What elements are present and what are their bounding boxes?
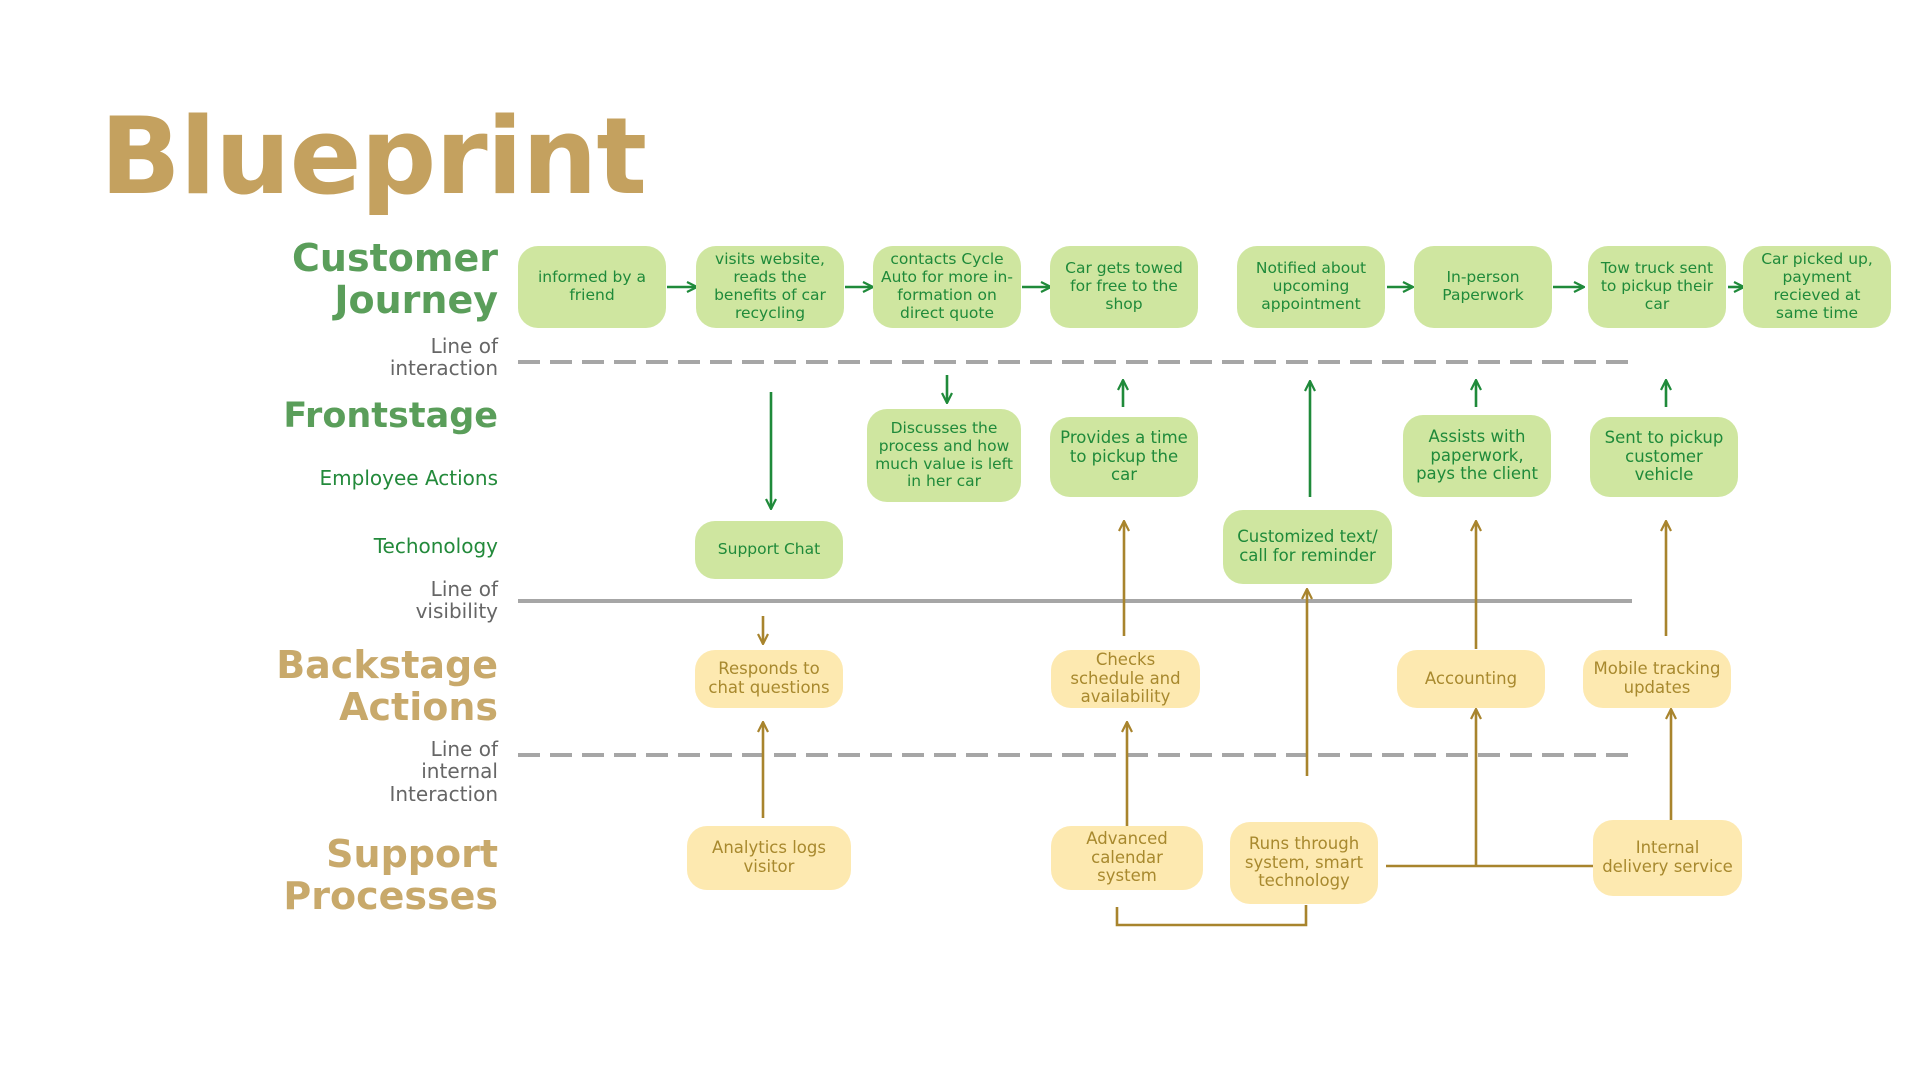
line-label-text: Line of	[430, 334, 498, 358]
technology-reminder: Customized text/ call for reminder	[1223, 510, 1392, 584]
frontstage-action: Provides a time to pickup the car	[1050, 417, 1198, 497]
label-line-of-interaction: Line of interaction	[390, 335, 498, 380]
line-label-text: interaction	[389, 356, 498, 381]
lane-technology: Techonology	[373, 534, 498, 558]
backstage-action: Accounting	[1397, 650, 1545, 708]
journey-step: Car picked up, payment recieved at same …	[1743, 246, 1891, 328]
line-label-text: internal	[421, 759, 498, 784]
lane-support-processes: Support Processes	[283, 832, 498, 918]
journey-step: In-person Paperwork	[1414, 246, 1552, 328]
label-line-of-visibility: Line of visibility	[416, 578, 498, 623]
label-line-of-internal-interaction: Line of internal Interaction	[389, 737, 498, 806]
lane-label-line: Processes	[283, 873, 498, 918]
lane-label-line: Actions	[339, 684, 498, 729]
backstage-action: Responds to chat questions	[695, 650, 843, 708]
frontstage-action: Assists with paperwork, pays the client	[1403, 415, 1551, 497]
journey-step: visits website, reads the benefits of ca…	[696, 246, 844, 328]
line-label-text: Line of	[430, 577, 498, 601]
journey-step: Car gets towed for free to the shop	[1050, 246, 1198, 328]
lane-label-line: Backstage	[276, 643, 498, 687]
support-process: Internal delivery service	[1593, 820, 1742, 896]
frontstage-action: Sent to pickup customer vehicle	[1590, 417, 1738, 497]
line-label-text: visibility	[415, 599, 498, 624]
lane-frontstage: Frontstage	[283, 396, 498, 436]
lane-backstage-actions: Backstage Actions	[276, 643, 498, 729]
line-label-text: Line of	[430, 737, 498, 761]
support-process: Advanced calendar system	[1051, 826, 1203, 890]
line-label-text: Interaction	[389, 781, 498, 806]
journey-step: contacts Cycle Auto for more in-formatio…	[873, 246, 1021, 328]
backstage-action: Mobile tracking updates	[1583, 650, 1731, 708]
frontstage-action: Discusses the process and how much value…	[867, 409, 1021, 502]
lane-label-line: Customer	[292, 236, 498, 280]
page-title: Blueprint	[100, 95, 647, 218]
backstage-action: Checks schedule and availability	[1051, 650, 1200, 708]
journey-step: Tow truck sent to pickup their car	[1588, 246, 1726, 328]
journey-step: Notified about upcoming appointment	[1237, 246, 1385, 328]
support-process: Runs through system, smart technology	[1230, 822, 1378, 904]
journey-step: informed by a friend	[518, 246, 666, 328]
connector-calendar-to-system	[1115, 905, 1308, 927]
lane-label-line: Journey	[334, 277, 498, 322]
lane-label-line: Support	[326, 832, 498, 876]
lane-employee-actions: Employee Actions	[319, 466, 498, 490]
support-process: Analytics logs visitor	[687, 826, 851, 890]
lane-customer-journey: Customer Journey	[292, 236, 498, 322]
technology-support-chat: Support Chat	[695, 521, 843, 579]
